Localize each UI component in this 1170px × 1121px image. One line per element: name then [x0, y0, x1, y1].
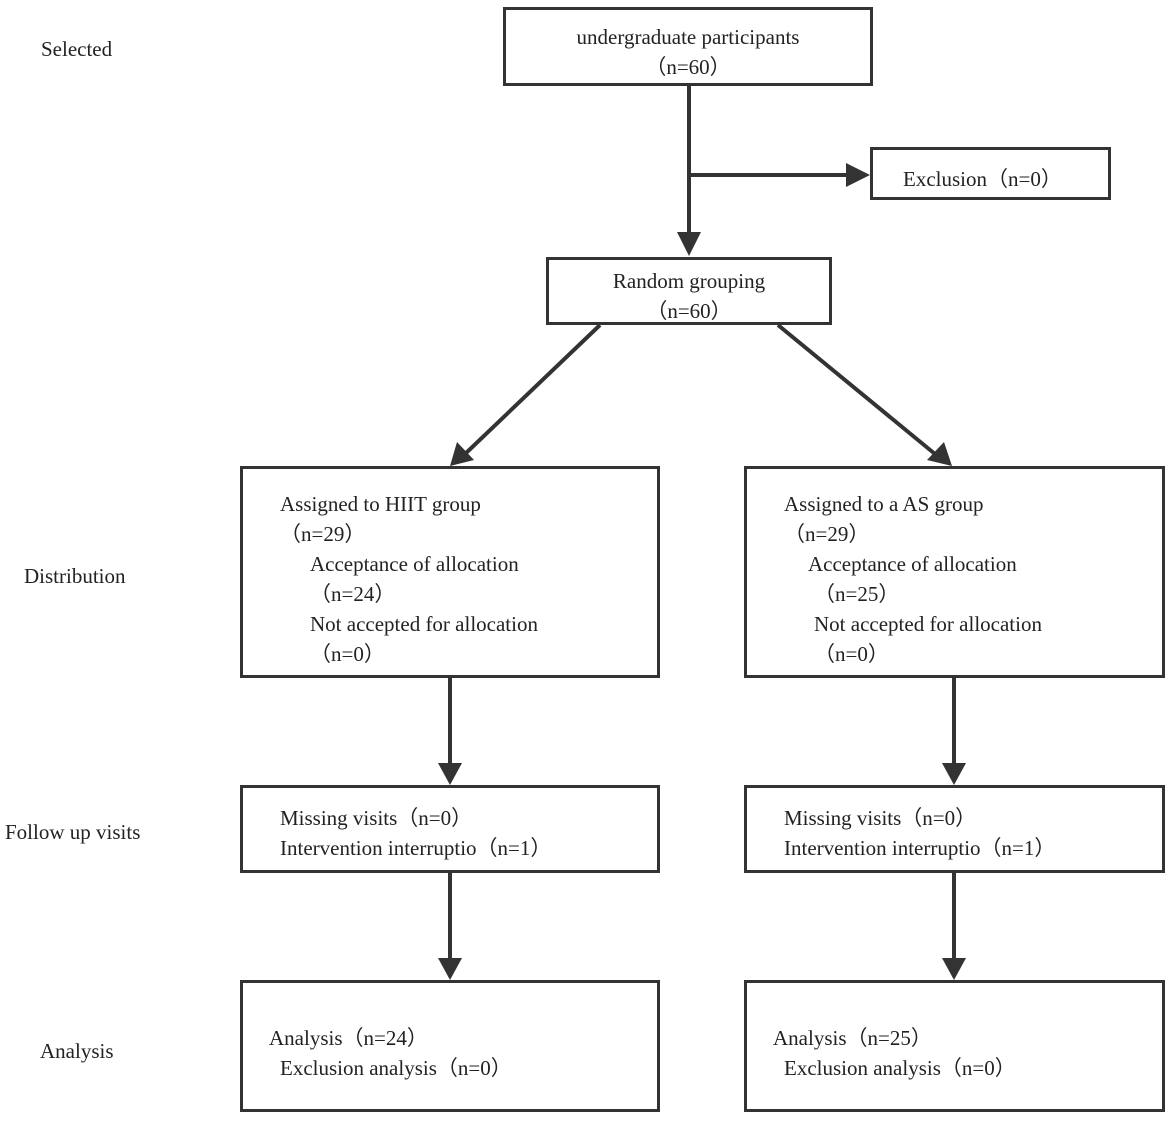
- arrow-as-head: [927, 442, 952, 466]
- participants-box: undergraduate participants （n=60）: [503, 7, 873, 86]
- as-accepted: Acceptance of allocation: [808, 552, 1017, 576]
- as-missing-visits: Missing visits（n=0）: [784, 806, 977, 830]
- participants-label: undergraduate participants: [576, 25, 800, 49]
- stage-label-follow-up: Follow up visits: [5, 820, 141, 844]
- stage-label-selected: Selected: [41, 37, 113, 61]
- hiit-accepted-count: （n=24）: [310, 582, 396, 606]
- arrow-exclusion-head: [846, 163, 870, 187]
- hiit-distribution-box: Assigned to HIIT group （n=29） Acceptance…: [240, 466, 660, 678]
- as-interruption: Intervention interruptio（n=1）: [784, 836, 1056, 860]
- stage-label-distribution: Distribution: [24, 564, 126, 588]
- as-analysis-box: Analysis（n=25） Exclusion analysis（n=0）: [744, 980, 1165, 1112]
- as-analysis: Analysis（n=25）: [773, 1026, 932, 1050]
- stage-label-analysis: Analysis: [40, 1039, 114, 1063]
- arrow-random-to-as: [776, 323, 937, 456]
- arrow-random-head: [677, 232, 701, 256]
- hiit-missing-visits: Missing visits（n=0）: [280, 806, 473, 830]
- random-grouping-count: （n=60）: [646, 299, 732, 323]
- as-exclusion-analysis: Exclusion analysis（n=0）: [784, 1056, 1016, 1080]
- as-distribution-box: Assigned to a AS group （n=29） Acceptance…: [744, 466, 1165, 678]
- hiit-assigned-count: （n=29）: [280, 522, 366, 546]
- exclusion-label: Exclusion（n=0）: [903, 167, 1062, 191]
- as-not-accepted-count: （n=0）: [814, 642, 889, 666]
- arrow-hiit-head: [450, 442, 474, 466]
- hiit-follow-up-box: Missing visits（n=0） Intervention interru…: [240, 785, 660, 873]
- hiit-assigned: Assigned to HIIT group: [280, 492, 481, 516]
- hiit-not-accepted: Not accepted for allocation: [310, 612, 538, 636]
- hiit-analysis-box: Analysis（n=24） Exclusion analysis（n=0）: [240, 980, 660, 1112]
- exclusion-box: Exclusion（n=0）: [870, 147, 1111, 200]
- random-grouping-box: Random grouping （n=60）: [546, 257, 832, 325]
- random-grouping-label: Random grouping: [612, 269, 766, 293]
- as-assigned-count: （n=29）: [784, 522, 870, 546]
- as-follow-up-box: Missing visits（n=0） Intervention interru…: [744, 785, 1165, 873]
- hiit-not-accepted-count: （n=0）: [310, 642, 385, 666]
- arrow-random-to-hiit: [463, 323, 602, 456]
- as-assigned: Assigned to a AS group: [784, 492, 984, 516]
- hiit-exclusion-analysis: Exclusion analysis（n=0）: [280, 1056, 512, 1080]
- as-accepted-count: （n=25）: [814, 582, 900, 606]
- hiit-interruption: Intervention interruptio（n=1）: [280, 836, 552, 860]
- hiit-analysis: Analysis（n=24）: [269, 1026, 428, 1050]
- hiit-accepted: Acceptance of allocation: [310, 552, 519, 576]
- participants-count: （n=60）: [645, 55, 731, 79]
- as-not-accepted: Not accepted for allocation: [814, 612, 1042, 636]
